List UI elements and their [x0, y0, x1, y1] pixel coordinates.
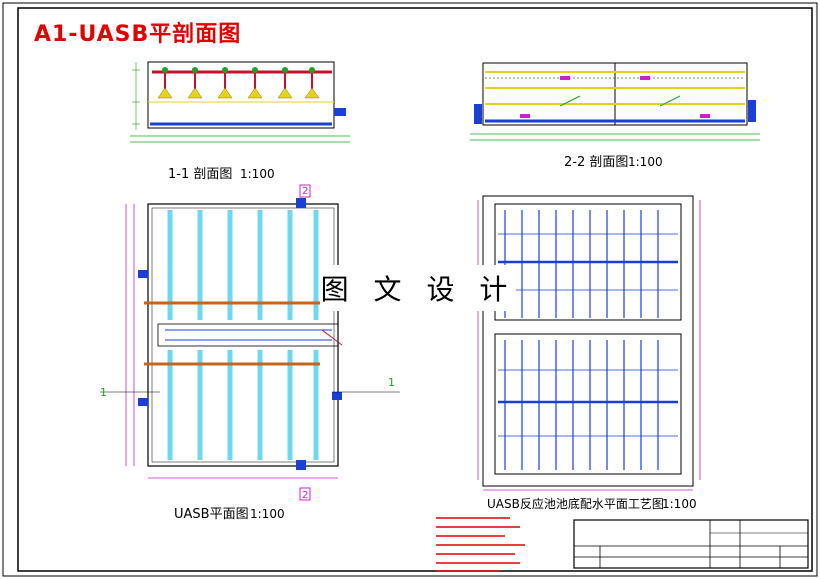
plan-section-mark-left: 1	[100, 386, 107, 399]
section-2-2-label: 2-2 剖面图	[564, 155, 628, 170]
uasb-plan-label: UASB平面图	[174, 507, 249, 522]
drawing-title: A1-UASB平剖面图	[34, 22, 242, 47]
plan-section-mark-bottom: 2	[302, 490, 308, 501]
distribution-plan-label: UASB反应池池底配水平面工艺图	[487, 496, 664, 511]
notes-block	[436, 517, 525, 572]
section-1-1-drawing	[130, 61, 350, 143]
title-block	[573, 519, 809, 569]
uasb-plan-drawing	[100, 184, 400, 501]
section-1-1-label: 1-1 剖面图	[168, 167, 232, 182]
distribution-plan-scale: 1:100	[662, 497, 697, 511]
section-2-2-drawing	[470, 62, 760, 141]
distribution-plan-drawing	[477, 195, 701, 491]
watermark: 图 文 设 计	[320, 265, 516, 311]
uasb-plan-scale: 1:100	[250, 507, 285, 521]
plan-section-mark-top: 2	[302, 186, 308, 197]
inner-frame	[17, 7, 813, 572]
plan-section-mark-right: 1	[388, 376, 395, 389]
section-2-2-scale: 1:100	[628, 155, 663, 169]
section-1-1-scale: 1:100	[240, 167, 275, 181]
